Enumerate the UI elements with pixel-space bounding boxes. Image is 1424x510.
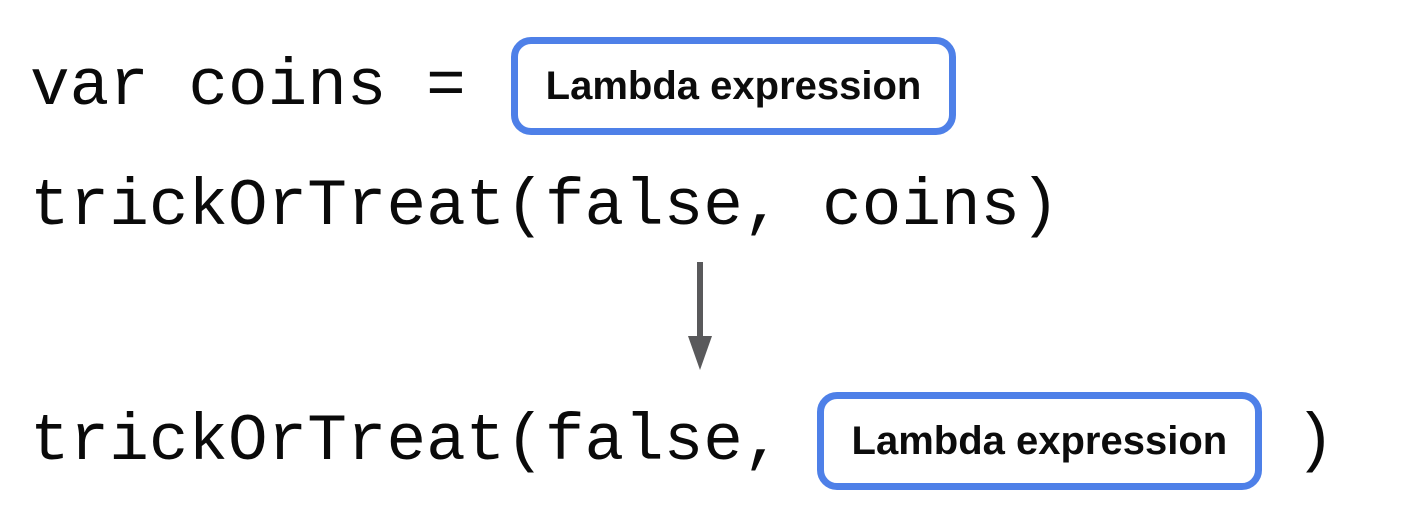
substitution-arrow (686, 258, 714, 374)
substituted-call-line: trickOrTreat(false, Lambda expression ) (30, 392, 1335, 490)
lambda-expression-label-bottom: Lambda expression (851, 418, 1228, 463)
lambda-expression-box-bottom: Lambda expression (816, 392, 1263, 490)
code-substituted-call-after: ) (1295, 403, 1335, 479)
lambda-expression-box-top: Lambda expression (510, 37, 957, 135)
lambda-expression-label-top: Lambda expression (545, 63, 922, 108)
function-call-line: trickOrTreat(false, coins) (30, 169, 1060, 244)
code-substituted-call-before: trickOrTreat(false, (30, 403, 783, 479)
code-function-call: trickOrTreat(false, coins) (30, 169, 1060, 244)
assignment-line: var coins = Lambda expression (30, 37, 957, 135)
down-arrow-icon (688, 262, 712, 370)
code-var-declaration: var coins = (30, 48, 466, 124)
